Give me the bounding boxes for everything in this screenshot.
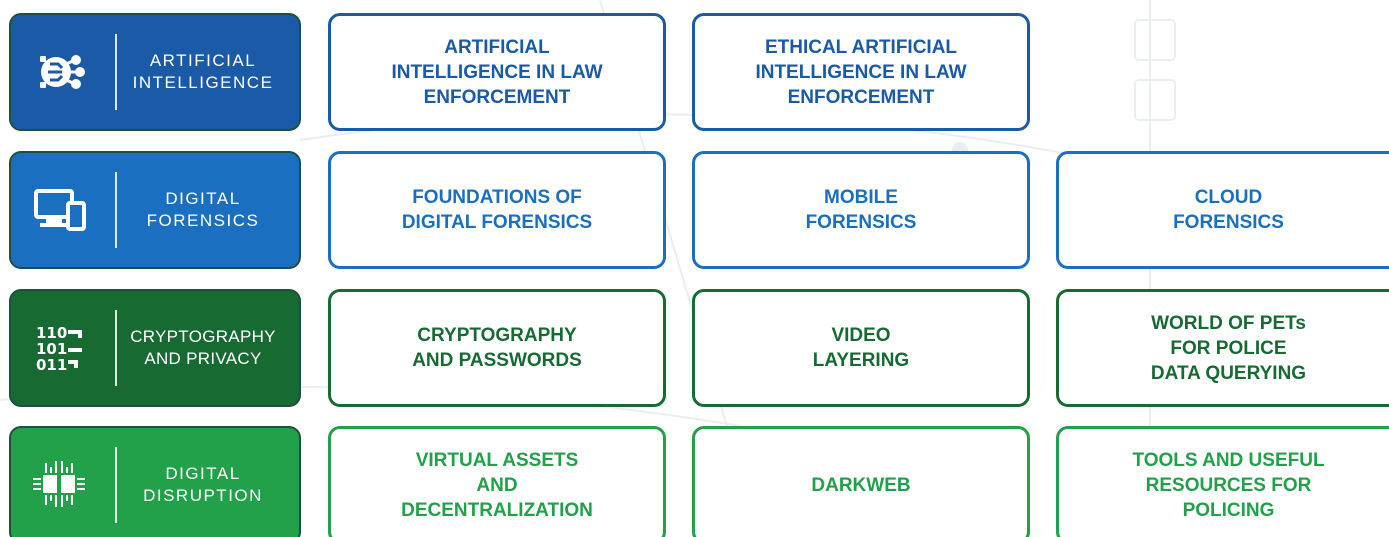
- devices-icon: [19, 169, 101, 251]
- category-label: DIGITAL DISRUPTION: [143, 464, 263, 505]
- category-label: DIGITAL FORENSICS: [146, 189, 260, 230]
- course-cloud-forensics[interactable]: CLOUD FORENSICS: [1056, 151, 1389, 269]
- category-divider: [115, 34, 117, 110]
- category-artificial-intelligence[interactable]: ARTIFICIAL INTELLIGENCE: [9, 13, 301, 131]
- row-digital-forensics: DIGITAL FORENSICS FOUNDATIONS OF DIGITAL…: [0, 151, 1389, 269]
- svg-text:011: 011: [36, 356, 67, 374]
- course-cryptography-and-passwords[interactable]: CRYPTOGRAPHY AND PASSWORDS: [328, 289, 666, 407]
- category-divider: [115, 447, 117, 523]
- course-virtual-assets-and-decentralization[interactable]: VIRTUAL ASSETS AND DECENTRALIZATION: [328, 426, 666, 537]
- course-world-of-pets[interactable]: WORLD OF PETs FOR POLICE DATA QUERYING: [1056, 289, 1389, 407]
- svg-text:101: 101: [36, 340, 67, 358]
- row-digital-disruption: DIGITAL DISRUPTION VIRTUAL ASSETS AND DE…: [0, 426, 1389, 537]
- category-divider: [115, 310, 117, 386]
- course-tools-and-useful-resources[interactable]: TOOLS AND USEFUL RESOURCES FOR POLICING: [1056, 426, 1389, 537]
- course-ethical-ai-in-law-enforcement[interactable]: ETHICAL ARTIFICIAL INTELLIGENCE IN LAW E…: [692, 13, 1030, 131]
- row-cryptography-and-privacy: 110 101 011 CRYPTOGRAPHY AND PRIVACY: [0, 289, 1389, 407]
- course-ai-in-law-enforcement[interactable]: ARTIFICIAL INTELLIGENCE IN LAW ENFORCEME…: [328, 13, 666, 131]
- category-label: CRYPTOGRAPHY AND PRIVACY: [130, 327, 276, 368]
- binary-code-icon: 110 101 011: [19, 307, 101, 389]
- row-artificial-intelligence: ARTIFICIAL INTELLIGENCE ARTIFICIAL INTEL…: [0, 13, 1389, 131]
- svg-text:110: 110: [36, 324, 67, 342]
- category-label: ARTIFICIAL INTELLIGENCE: [132, 51, 274, 92]
- circuit-chip-icon: [19, 444, 101, 526]
- course-darkweb[interactable]: DARKWEB: [692, 426, 1030, 537]
- category-digital-forensics[interactable]: DIGITAL FORENSICS: [9, 151, 301, 269]
- ai-chip-icon: [19, 31, 101, 113]
- category-divider: [115, 172, 117, 248]
- category-cryptography-and-privacy[interactable]: 110 101 011 CRYPTOGRAPHY AND PRIVACY: [9, 289, 301, 407]
- course-video-layering[interactable]: VIDEO LAYERING: [692, 289, 1030, 407]
- course-mobile-forensics[interactable]: MOBILE FORENSICS: [692, 151, 1030, 269]
- course-foundations-of-digital-forensics[interactable]: FOUNDATIONS OF DIGITAL FORENSICS: [328, 151, 666, 269]
- category-digital-disruption[interactable]: DIGITAL DISRUPTION: [9, 426, 301, 537]
